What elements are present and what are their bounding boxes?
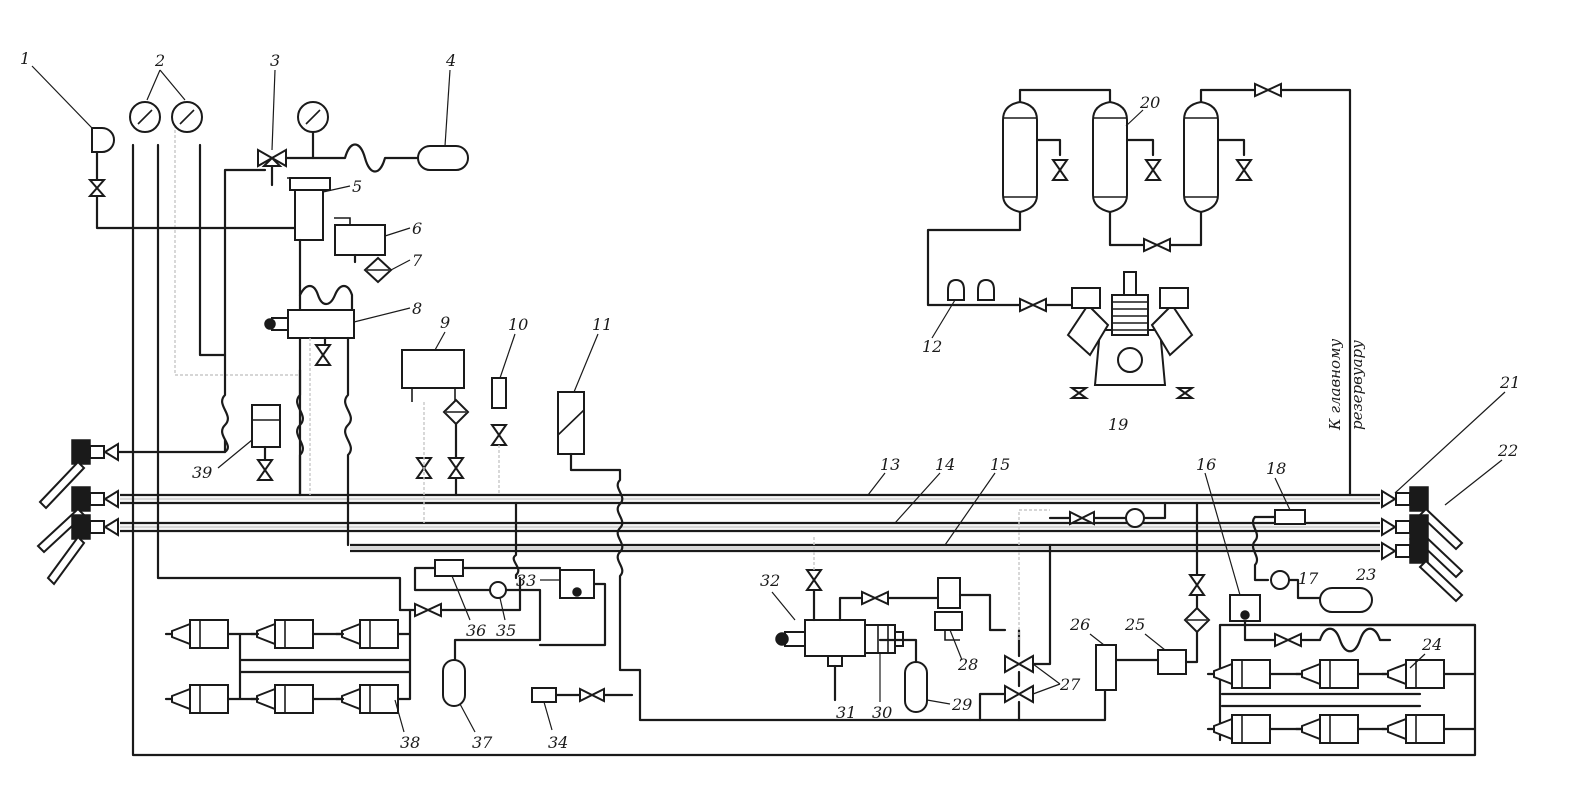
- label-10: 10: [508, 315, 528, 334]
- brake-cylinder-right: [1206, 714, 1271, 744]
- label-31: 31: [836, 703, 856, 722]
- brake-cylinder-right: [1206, 659, 1271, 689]
- label-23: 23: [1355, 565, 1376, 584]
- label-15: 15: [990, 455, 1010, 474]
- label-18: 18: [1266, 459, 1286, 478]
- label-6: 6: [412, 219, 422, 238]
- brake-cylinder-right: [1380, 714, 1445, 744]
- brake-cylinders: [164, 608, 1477, 744]
- label-9: 9: [440, 313, 450, 332]
- label-30: 30: [872, 703, 892, 722]
- label-38: 38: [400, 733, 420, 752]
- callout-labels: 1 2 3 4 5 6 7 8 9 10 11 12 13 14 15 16 1…: [20, 49, 1520, 752]
- label-19: 19: [1108, 415, 1128, 434]
- right-couplings: [1381, 486, 1464, 603]
- label-11: 11: [592, 315, 612, 334]
- label-39: 39: [192, 463, 212, 482]
- label-12: 12: [922, 337, 942, 356]
- label-4: 4: [445, 51, 456, 70]
- label-13: 13: [880, 455, 900, 474]
- note-line-1: К главному: [1326, 338, 1344, 431]
- brake-cylinder-right: [1294, 659, 1359, 689]
- label-1: 1: [20, 49, 30, 68]
- label-8: 8: [412, 299, 422, 318]
- note-line-2: резервуару: [1348, 340, 1366, 430]
- brake-cylinder-left: [334, 619, 399, 649]
- label-24: 24: [1421, 635, 1442, 654]
- middle-section: [398, 509, 1052, 722]
- label-25: 25: [1124, 615, 1145, 634]
- brake-cylinder-right: [1380, 659, 1445, 689]
- label-17: 17: [1298, 569, 1319, 588]
- label-22: 22: [1497, 441, 1518, 460]
- label-37: 37: [472, 733, 493, 752]
- top-left-assembly: [87, 101, 469, 547]
- top-middle-devices: [401, 349, 1107, 722]
- compressor-group: [926, 82, 1352, 497]
- right-section: [1048, 501, 1477, 742]
- main-reservoir-note: К главному резервуару: [1326, 338, 1366, 431]
- main-lines: [120, 493, 1380, 553]
- label-3: 3: [270, 51, 280, 70]
- label-5: 5: [352, 177, 362, 196]
- left-couplings: [36, 438, 227, 586]
- brake-cylinder-left: [164, 619, 229, 649]
- cylinder-pipes-right: [1268, 672, 1477, 731]
- label-33: 33: [516, 571, 536, 590]
- label-26: 26: [1069, 615, 1090, 634]
- label-32: 32: [760, 571, 780, 590]
- frame-pipes: [131, 110, 1477, 757]
- label-29: 29: [951, 695, 972, 714]
- label-35: 35: [496, 621, 516, 640]
- label-7: 7: [412, 251, 423, 270]
- cylinder-pipes-left: [226, 608, 412, 701]
- label-27: 27: [1059, 675, 1081, 694]
- label-36: 36: [466, 621, 486, 640]
- brake-cylinder-left: [164, 684, 229, 714]
- brake-cylinder-right: [1294, 714, 1359, 744]
- label-20: 20: [1139, 93, 1160, 112]
- label-14: 14: [935, 455, 955, 474]
- label-16: 16: [1196, 455, 1216, 474]
- brake-cylinder-left: [249, 684, 314, 714]
- brake-cylinder-left: [249, 619, 314, 649]
- label-28: 28: [957, 655, 978, 674]
- label-34: 34: [548, 733, 568, 752]
- label-2: 2: [154, 51, 165, 70]
- label-21: 21: [1499, 373, 1520, 392]
- brake-cylinder-left: [334, 684, 399, 714]
